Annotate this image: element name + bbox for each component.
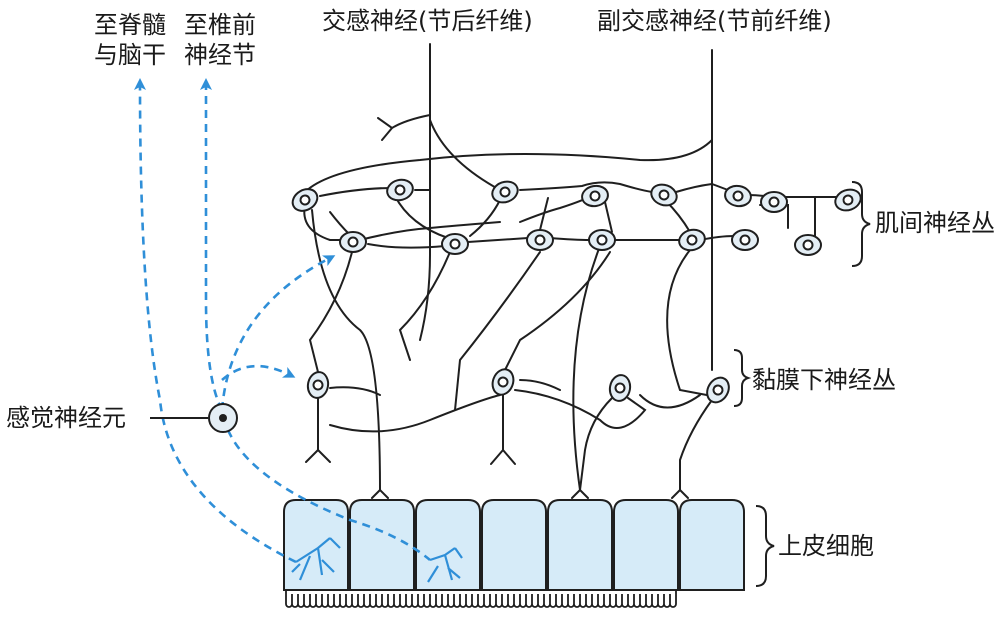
label-epithelial-cells: 上皮细胞	[778, 532, 874, 560]
myenteric-neuron	[581, 184, 609, 208]
myenteric-neuron	[526, 229, 554, 251]
submucosal-neuron	[706, 376, 730, 404]
microvilli	[285, 590, 677, 608]
sensory-neuron-body	[208, 403, 238, 433]
label-to-spinal-cord: 至脊髓 与脑干	[82, 10, 178, 70]
epithelial-cell	[547, 499, 613, 591]
myenteric-neuron	[834, 188, 862, 212]
label-submucosal-plexus: 黏膜下神经丛	[752, 366, 896, 394]
epithelial-cell	[415, 499, 481, 591]
epithelial-cell-layer	[283, 499, 745, 591]
label-sensory-neuron: 感觉神经元	[6, 404, 126, 432]
myenteric-neuron	[731, 229, 759, 251]
epithelial-cell	[283, 499, 349, 591]
label-brackets	[733, 181, 871, 587]
sensory-to-myenteric	[220, 255, 336, 411]
sensory-to-epithelium	[226, 429, 431, 561]
label-sympathetic: 交感神经(节后纤维)	[322, 7, 533, 35]
myenteric-neuron	[441, 233, 469, 255]
myenteric-neuron	[339, 231, 367, 253]
label-to-spinal-cord-line1: 至脊髓	[94, 11, 166, 39]
sensory-to-prevertebral	[200, 78, 224, 411]
epithelial-cell	[481, 499, 547, 591]
myenteric-neuron	[760, 191, 788, 213]
label-to-prevertebral-line1: 至椎前	[184, 11, 256, 39]
label-myenteric-plexus: 肌间神经丛	[875, 209, 995, 237]
epithelial-bracket	[755, 505, 775, 587]
sensory-pathway	[134, 78, 431, 564]
epithelial-cell	[349, 499, 415, 591]
submucosal-bracket	[733, 349, 752, 407]
myenteric-neuron	[291, 188, 319, 212]
sensory-terminals	[291, 537, 463, 583]
myenteric-neuron	[491, 180, 519, 204]
myenteric-neuron	[678, 228, 706, 252]
myenteric-neuron	[724, 184, 752, 208]
epithelial-cell	[613, 499, 679, 591]
label-to-prevertebral-line2: 神经节	[184, 41, 256, 69]
myenteric-neuron	[386, 178, 414, 202]
label-parasympathetic: 副交感神经(节前纤维)	[597, 7, 832, 35]
sensory-to-submucosal	[221, 364, 296, 381]
label-to-prevertebral-ganglion: 至椎前 神经节	[172, 10, 268, 70]
epithelial-cell	[679, 499, 745, 591]
submucosal-neuron	[608, 374, 632, 402]
neurons	[291, 178, 862, 404]
myenteric-neuron	[650, 183, 678, 207]
submucosal-neuron	[306, 371, 330, 399]
label-to-spinal-cord-line2: 与脑干	[94, 41, 166, 69]
myenteric-neuron	[588, 229, 616, 251]
myenteric-neuron	[794, 234, 822, 256]
nerve-fibers	[303, 43, 849, 499]
myenteric-bracket	[851, 181, 871, 267]
sensory-to-spinal-cord	[134, 78, 297, 564]
submucosal-neuron	[491, 368, 515, 396]
